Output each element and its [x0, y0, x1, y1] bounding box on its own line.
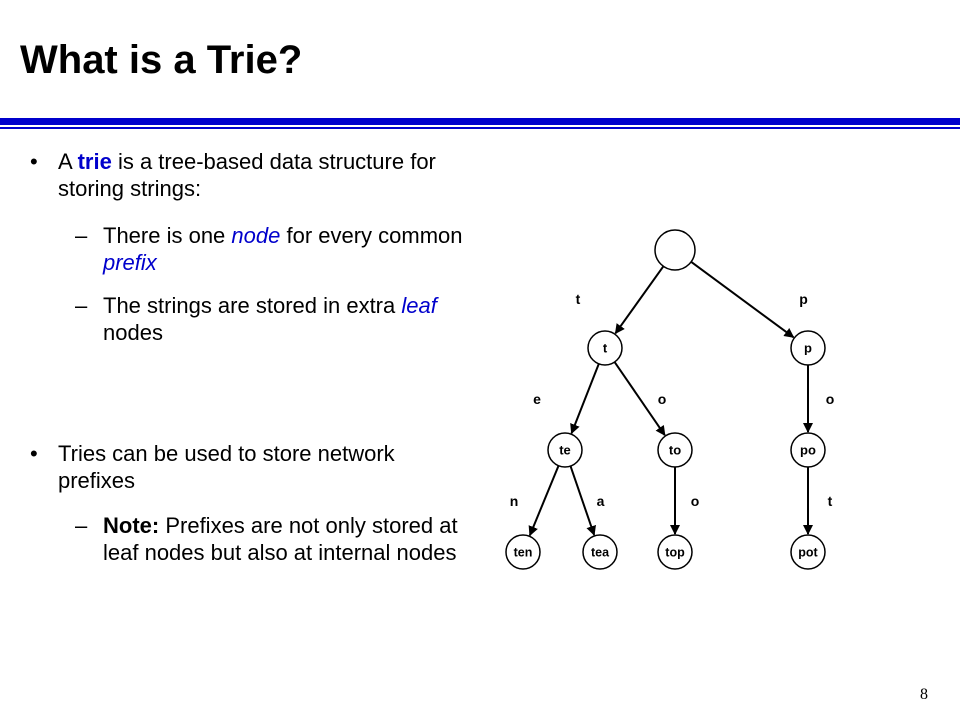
term-leaf: leaf	[401, 293, 437, 318]
bullet-marker: •	[30, 441, 38, 466]
sub-bullet-text: Note: Prefixes are not only stored at le…	[103, 512, 473, 566]
bullet-text-part: A	[58, 149, 78, 174]
trie-diagram: t p e o o n a o t t p te to po ten tea top pot	[505, 229, 835, 570]
term-trie: trie	[77, 149, 112, 174]
trie-node-ten	[505, 534, 541, 570]
term-node: node	[231, 223, 281, 248]
trie-edge-te-ten	[528, 465, 560, 537]
term-prefix: prefix	[103, 250, 157, 275]
trie-node-root	[654, 229, 696, 271]
trie-edge-label: t	[576, 291, 581, 307]
bullet-marker: •	[30, 149, 38, 174]
sub-bullet-text-part: nodes	[103, 320, 163, 345]
title-rule	[0, 118, 960, 129]
sub-bullet-text: There is one node for every common prefi…	[103, 222, 473, 276]
trie-node-po	[790, 432, 826, 468]
slide-title: What is a Trie?	[20, 38, 303, 82]
trie-node-to	[657, 432, 693, 468]
trie-node-label: pot	[798, 546, 818, 560]
trie-edge-t-to	[613, 361, 666, 436]
trie-node-p	[790, 330, 826, 366]
sub-bullet-text-part: There is one	[103, 223, 232, 248]
note-label: Note:	[103, 513, 160, 538]
trie-edge-t-te	[570, 363, 600, 435]
trie-node-te	[547, 432, 583, 468]
title-rule-line	[0, 127, 960, 129]
trie-edges: t p e o o n a o t	[510, 261, 835, 537]
sub-bullet-marker: –	[75, 293, 88, 318]
trie-node-label: top	[665, 546, 685, 560]
trie-node-label: te	[559, 443, 571, 458]
bullet-text: A trie is a tree-based data structure fo…	[58, 148, 468, 202]
trie-edge-label: e	[533, 391, 541, 407]
trie-node-tea	[582, 534, 618, 570]
trie-edge-label: o	[691, 493, 700, 509]
sub-bullet-text-part: The strings are stored in extra	[103, 293, 402, 318]
trie-node-t	[587, 330, 623, 366]
trie-edge-te-tea	[569, 465, 596, 536]
sub-bullet-text-part: Prefixes are not only stored at leaf nod…	[103, 513, 458, 565]
trie-node-pot	[790, 534, 826, 570]
trie-edge-label: p	[799, 291, 808, 307]
trie-node-label: p	[804, 341, 812, 356]
sub-bullet-marker: –	[75, 513, 88, 538]
trie-edge-root-p	[690, 261, 795, 339]
trie-edge-label: t	[828, 493, 833, 509]
trie-node-label: po	[800, 443, 816, 458]
bullet-text-part: is a tree-based data structure for stori…	[58, 149, 436, 201]
sub-bullet-text: The strings are stored in extra leaf nod…	[103, 292, 473, 346]
sub-bullet-marker: –	[75, 223, 88, 248]
trie-edge-root-t	[614, 265, 665, 335]
bullet-text: Tries can be used to store network prefi…	[58, 441, 395, 493]
trie-node-top	[657, 534, 693, 570]
trie-edge-label: a	[597, 493, 605, 509]
trie-edge-label: o	[658, 391, 667, 407]
page-number: 8	[920, 686, 928, 703]
trie-node-label: to	[669, 443, 681, 458]
trie-edge-label: o	[826, 391, 835, 407]
trie-edge-label: n	[510, 493, 519, 509]
title-rule-band	[0, 118, 960, 125]
sub-bullet-text-part: for every common	[280, 223, 463, 248]
trie-node-label: ten	[514, 546, 533, 560]
trie-node-label: tea	[591, 546, 610, 560]
trie-node-label: t	[603, 341, 608, 356]
